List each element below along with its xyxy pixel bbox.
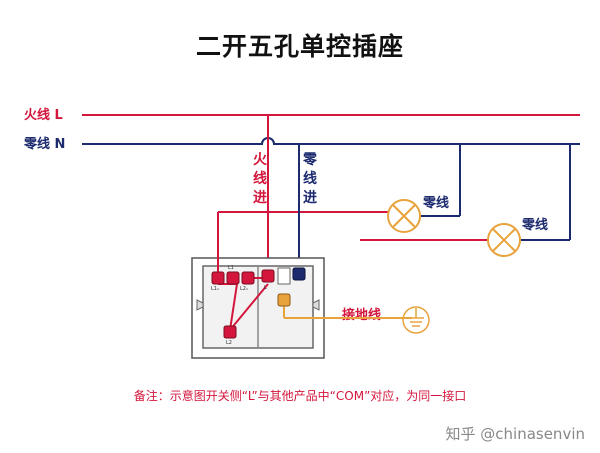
terminal-label-l11: L1₁ [211,286,219,292]
terminal-l2 [223,325,237,339]
terminal-slot [277,267,291,285]
lamp1-cross-b [392,204,416,228]
terminal-label-l: L [264,285,267,291]
zero-in-label: 零线进 [303,152,317,206]
terminal-l [261,269,275,283]
ground-wire-label: 接地线 [342,308,382,323]
terminal-l1 [226,271,240,285]
footnote: 备注：示意图开关侧“L”与其他产品中“COM”对应，为同一接口 [133,389,467,403]
terminal-label-l2b: L2₁ [240,286,248,292]
terminal-l11 [211,271,225,285]
terminal-label-l2: L2 [226,340,232,346]
lamp2-cross-b [492,228,516,252]
fire-in-label: 火线进 [253,152,267,206]
socket-ridge-a [196,299,204,311]
inner-wire-l2 [229,283,238,331]
ground-symbol-ring [402,306,430,334]
socket-ridge-b [312,299,320,311]
neutral-line-label: 零线 N [24,137,66,152]
terminal-label-l1: L1 [228,265,234,271]
watermark: 知乎 @chinasenvin [445,425,586,443]
inner-wire-l2-link [229,283,269,331]
terminal-l2b [241,271,255,285]
terminal-neutral [292,267,306,281]
lamp1-neutral-label: 零线 [423,196,450,211]
neutral-main-line [82,137,580,145]
terminal-ground [277,293,291,307]
live-line-label: 火线 L [24,108,63,123]
diagram-title: 二开五孔单控插座 [195,32,404,61]
lamp2-neutral-label: 零线 [522,218,549,233]
